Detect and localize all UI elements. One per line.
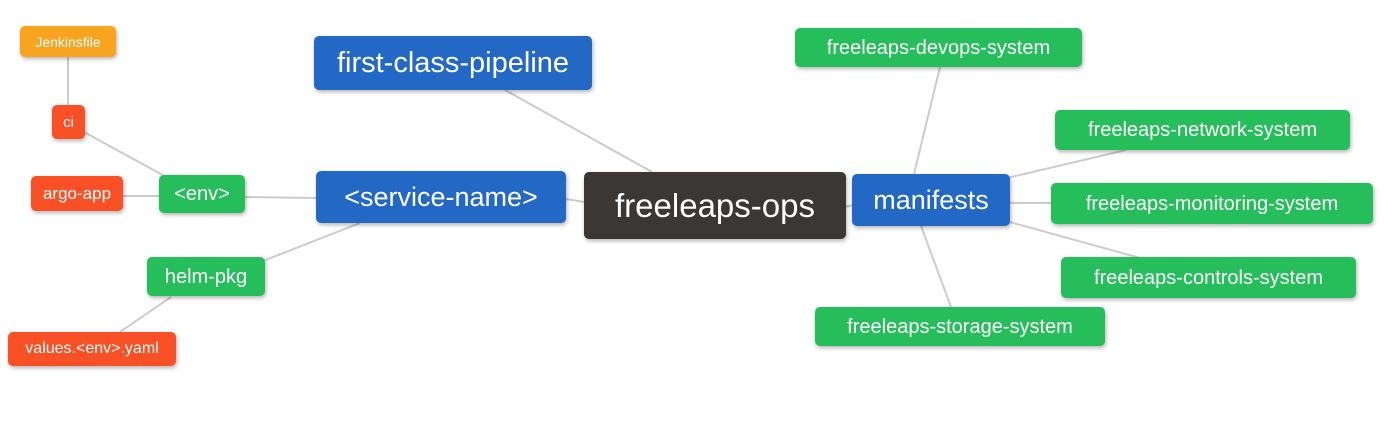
node-freeleaps-devops-system[interactable]: freeleaps-devops-system — [795, 28, 1082, 67]
edge-env-servicename — [244, 196, 317, 199]
node-helm-pkg[interactable]: helm-pkg — [147, 257, 265, 296]
edge-helmpkg-servicename — [262, 222, 361, 262]
node-manifests[interactable]: manifests — [852, 174, 1010, 226]
node-freeleaps-controls-system[interactable]: freeleaps-controls-system — [1061, 257, 1356, 298]
node-freeleaps-storage-system[interactable]: freeleaps-storage-system — [815, 307, 1105, 346]
node-env[interactable]: <env> — [159, 175, 245, 213]
edge-ci-env — [83, 131, 169, 179]
node-jenkinsfile[interactable]: Jenkinsfile — [20, 26, 116, 57]
edge-manifests-storage — [920, 225, 952, 308]
node-freeleaps-monitoring-system[interactable]: freeleaps-monitoring-system — [1051, 183, 1373, 224]
node-service-name[interactable]: <service-name> — [316, 171, 566, 223]
edge-manifests-network — [1006, 149, 1127, 179]
edge-valuesyaml-helmpkg — [119, 296, 172, 333]
node-freeleaps-ops-root[interactable]: freeleaps-ops — [584, 172, 846, 239]
node-first-class-pipeline[interactable]: first-class-pipeline — [314, 36, 592, 90]
node-argo-app[interactable]: argo-app — [31, 176, 123, 211]
node-values-env-yaml[interactable]: values.<env>.yaml — [8, 332, 176, 366]
edge-pipeline-root — [504, 89, 653, 173]
node-freeleaps-network-system[interactable]: freeleaps-network-system — [1055, 110, 1350, 150]
edge-manifests-controls — [1005, 220, 1141, 259]
edge-manifests-devops — [913, 66, 941, 175]
node-ci[interactable]: ci — [52, 105, 85, 139]
edge-servicename-root — [565, 198, 585, 203]
